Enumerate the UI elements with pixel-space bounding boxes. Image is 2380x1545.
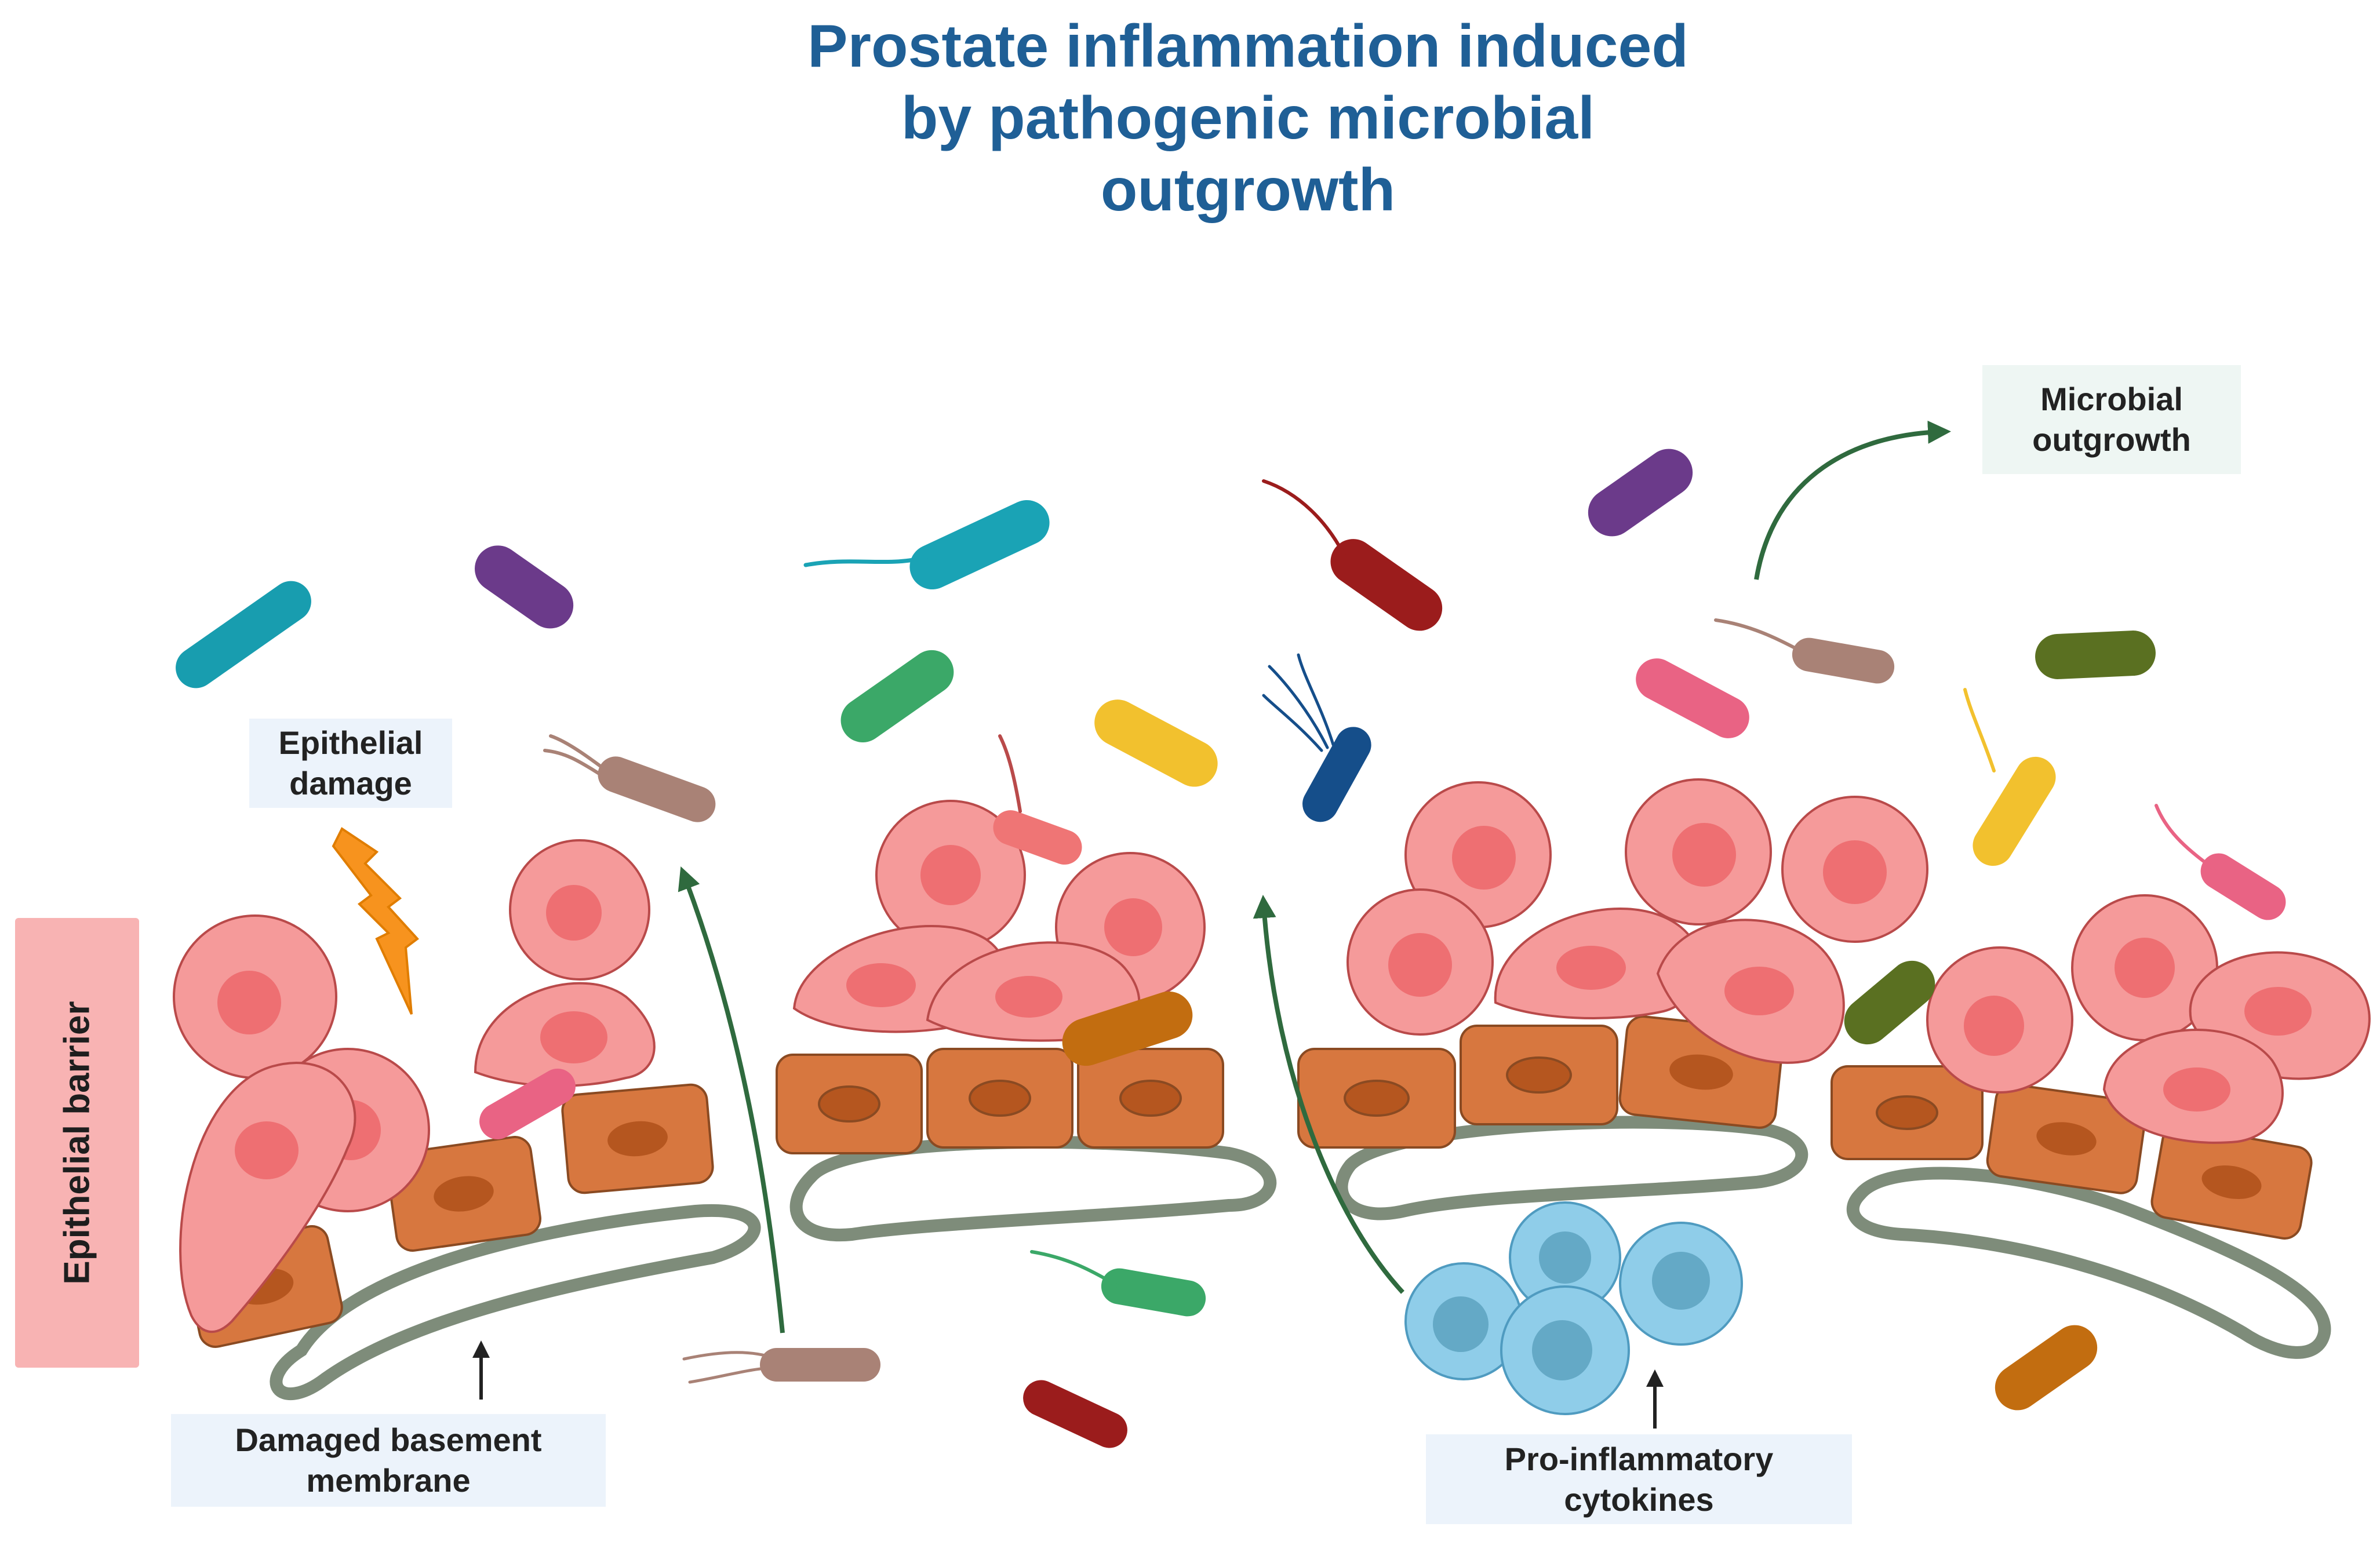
epithelial-damage-line-1: Epithelial [278, 724, 423, 761]
title-line-2: by pathogenic microbial [901, 85, 1595, 152]
damaged-basement-membrane-label: Damaged basement membrane [171, 1414, 606, 1507]
damaged-basement-membrane-line-1: Damaged basement [235, 1422, 542, 1458]
arrow-icon [1754, 420, 1951, 580]
damaged-basement-membrane-line-2: membrane [306, 1462, 471, 1499]
pro-inflammatory-cytokines-label: Pro-inflammatory cytokines [1426, 1434, 1852, 1524]
title-line-1: Prostate inflammation induced [807, 13, 1688, 80]
microbial-outgrowth-line-2: outgrowth [2032, 421, 2191, 458]
epithelial-damage-line-2: damage [289, 765, 412, 801]
epithelial-cell-icon [173, 778, 2371, 1333]
arrow-icon [678, 866, 785, 1333]
epithelial-barrier-box: Epithelial barrier [15, 918, 139, 1368]
epithelial-barrier-label: Epithelial barrier [57, 1001, 97, 1285]
microbial-outgrowth-label: Microbial outgrowth [1982, 365, 2241, 474]
pro-inflammatory-cytokines-line-2: cytokines [1564, 1481, 1714, 1518]
lightning-icon [332, 827, 419, 1015]
title-line-3: outgrowth [1100, 156, 1396, 224]
microbial-outgrowth-line-1: Microbial [2040, 381, 2183, 417]
bacterium-icon [176, 449, 2286, 1448]
immune-cell-icon [1404, 1201, 1743, 1415]
pro-inflammatory-cytokines-line-1: Pro-inflammatory [1504, 1440, 1774, 1477]
diagram-title: Prostate inflammation induced by pathoge… [610, 10, 1886, 226]
arrow-icon [1253, 895, 1404, 1294]
epithelial-damage-label: Epithelial damage [249, 719, 452, 808]
